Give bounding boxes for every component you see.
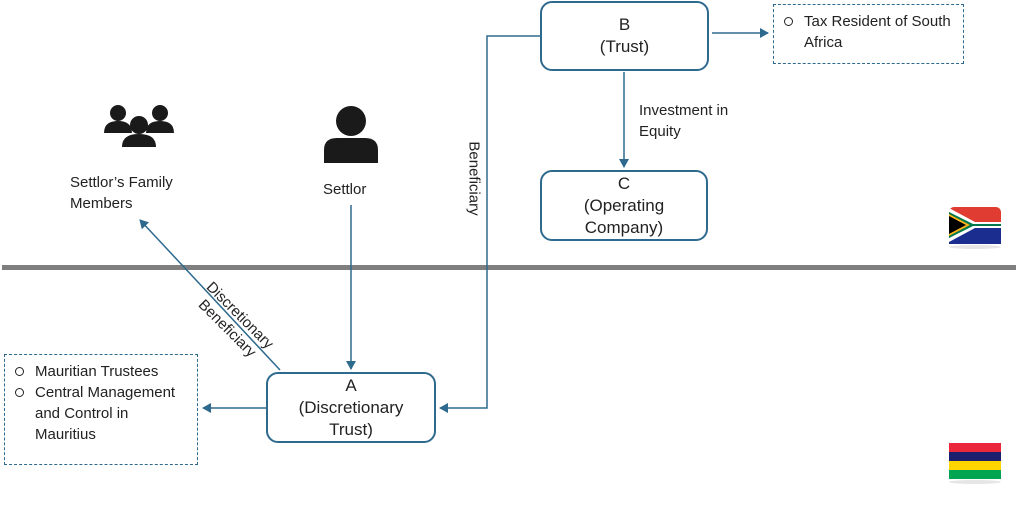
note-sa-item: Tax Resident of South Africa [782,11,955,53]
beneficiary-label: Beneficiary [465,141,483,216]
south-africa-flag [949,207,1001,249]
settlor-label: Settlor [323,181,367,198]
node-b-letter: B [618,15,631,34]
arrow-a-to-family [139,219,281,371]
jurisdiction-divider [2,265,1016,270]
group-icon [104,105,174,147]
node-c-letter: C [617,173,631,193]
arrow-b-to-a-beneficiary [439,35,540,413]
node-b-type: (Trust) [599,37,650,56]
investment-in-equity-label: Investment in Equity [639,102,729,140]
node-b-trust[interactable]: B (Trust) [540,1,709,71]
note-mu-item-1: Mauritian Trustees [13,361,189,382]
note-mu-item-2: Central Management and Control in Maurit… [13,382,189,445]
family-members-label: Settlor’s Family Members [70,174,173,212]
note-mauritius: Mauritian Trustees Central Management an… [4,354,198,465]
note-south-africa: Tax Resident of South Africa [773,4,964,64]
person-icon [324,106,378,163]
node-a-type-line2: Trust) [329,419,373,439]
node-a-type-line1: (Discretionary [298,397,404,417]
node-c-operating-company[interactable]: C (Operating Company) [540,170,708,241]
node-c-type-line1: (Operating [583,195,665,215]
mauritius-flag [949,443,1001,484]
node-c-type-line2: Company) [584,217,664,237]
node-a-discretionary-trust[interactable]: A (Discretionary Trust) [266,372,436,443]
node-a-letter: A [345,375,357,395]
